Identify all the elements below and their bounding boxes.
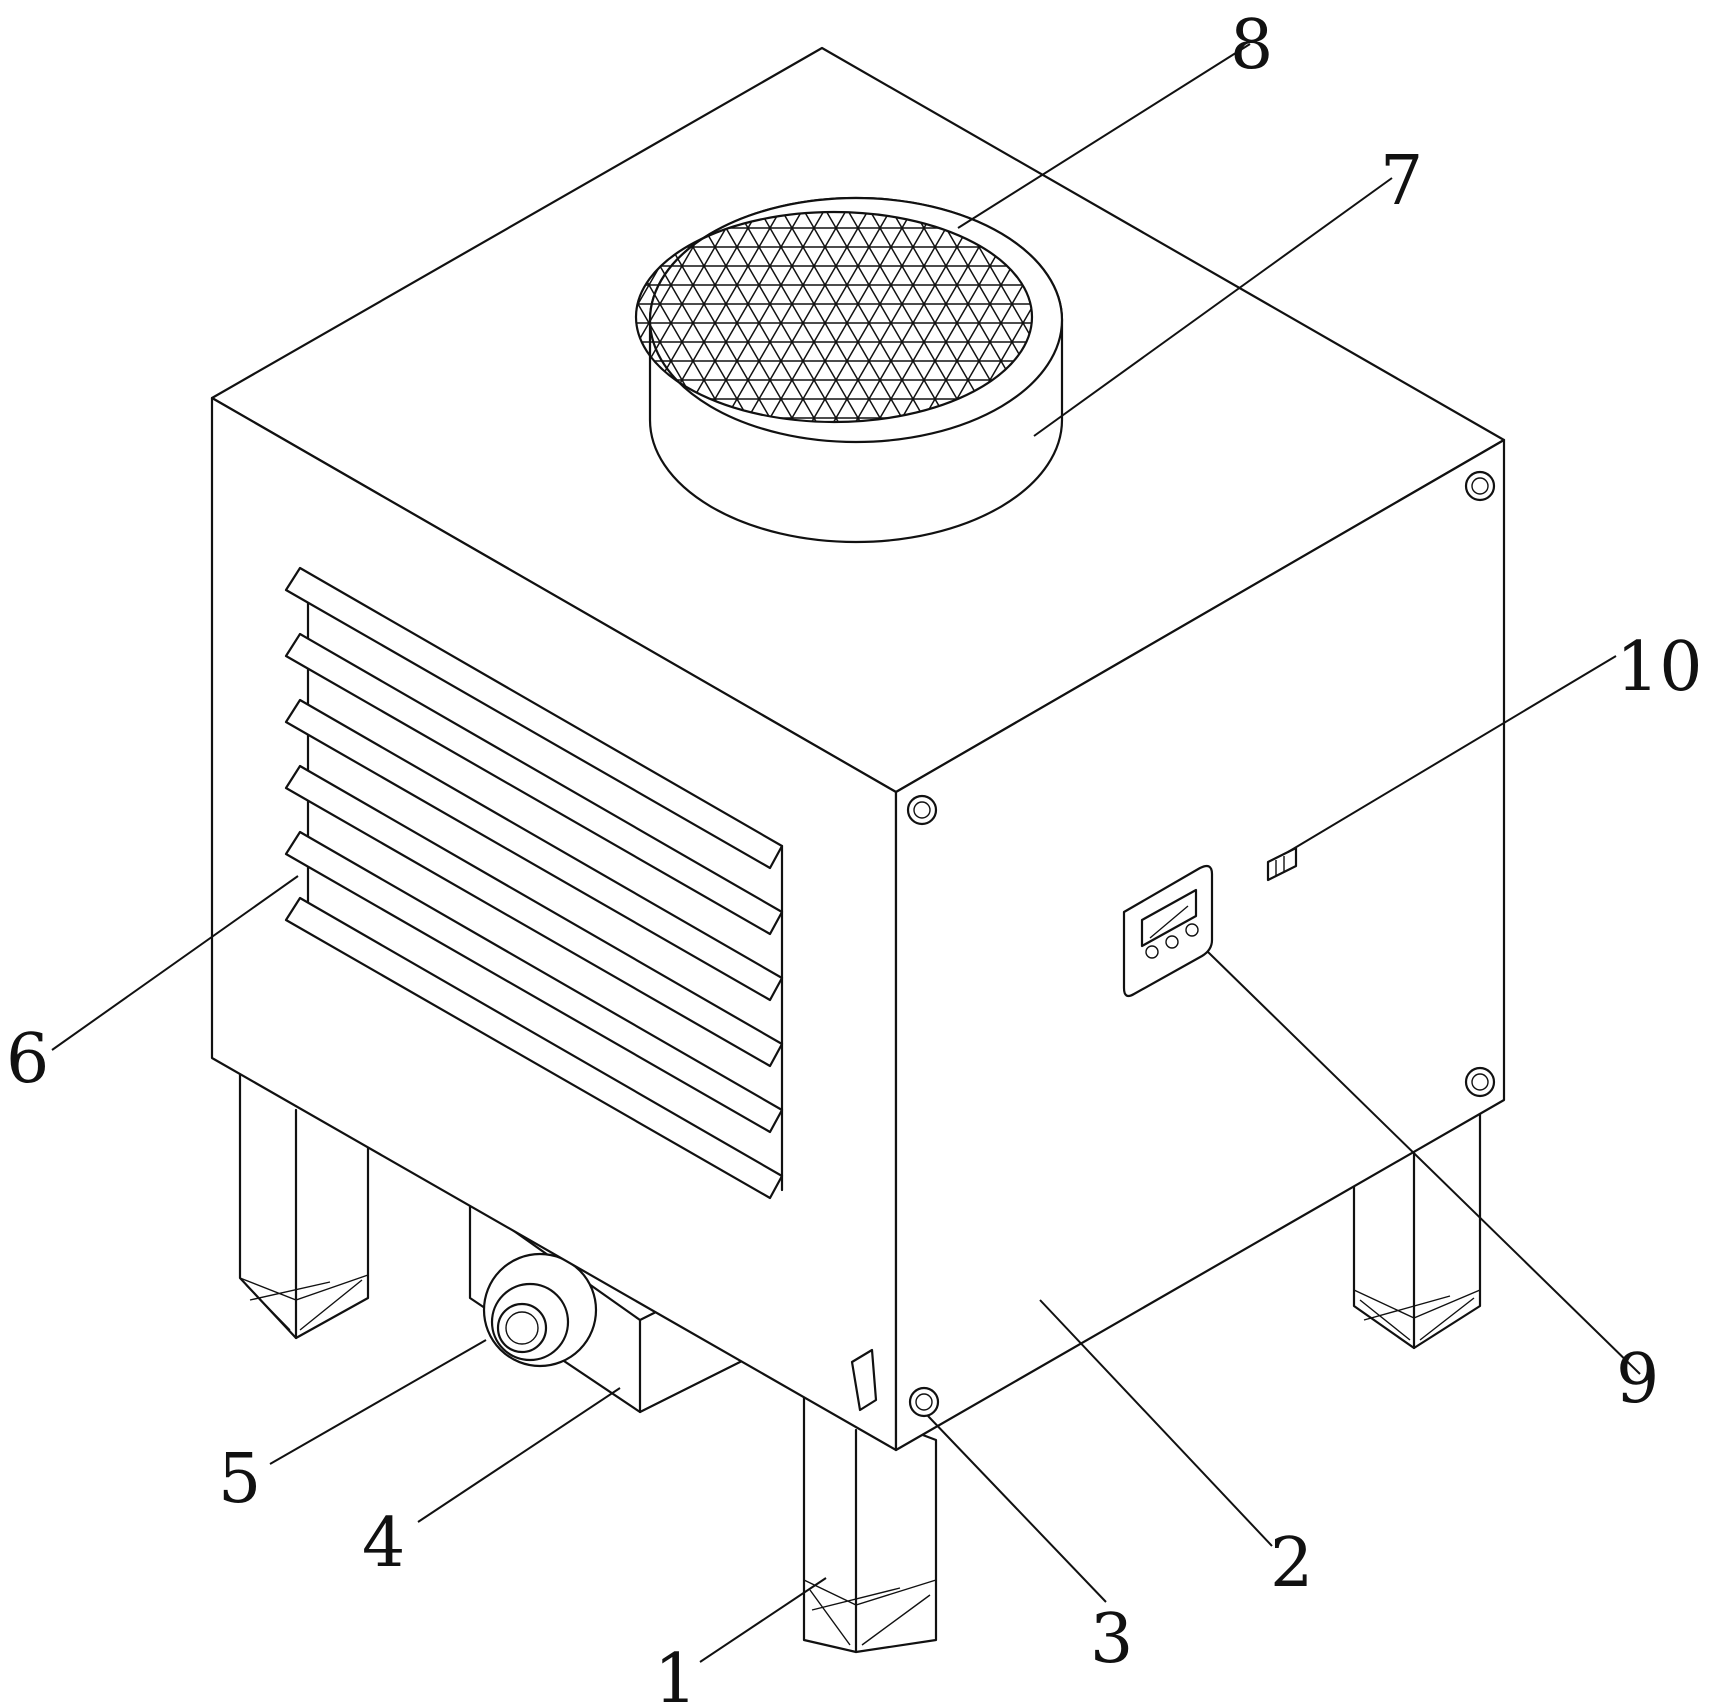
callout-7: 7	[1380, 142, 1423, 221]
mesh-grille	[636, 212, 1032, 422]
latch-icon	[850, 1348, 878, 1412]
callout-1: 1	[654, 1640, 697, 1708]
fan-housing	[634, 196, 1064, 544]
callout-8: 8	[1230, 6, 1273, 85]
callout-10: 10	[1616, 628, 1703, 707]
callout-5: 5	[218, 1440, 261, 1519]
callout-2: 2	[1270, 1524, 1313, 1603]
sensor-icon	[1266, 846, 1298, 882]
callout-3: 3	[1090, 1600, 1133, 1679]
control-panel	[1122, 864, 1214, 998]
callout-6: 6	[6, 1020, 49, 1099]
bolt-icon	[1464, 470, 1496, 502]
callout-9: 9	[1616, 1340, 1659, 1419]
bolt-icon	[1464, 1066, 1496, 1098]
leg-back-right	[1352, 1108, 1482, 1350]
louver-slats	[284, 566, 784, 1200]
bolt-icon	[908, 1386, 940, 1418]
bolt-icon	[906, 794, 938, 826]
callout-4: 4	[362, 1504, 405, 1583]
leader-lines	[51, 43, 1641, 1663]
louver-vent	[284, 566, 784, 1200]
outlet-nozzle	[482, 1252, 598, 1368]
